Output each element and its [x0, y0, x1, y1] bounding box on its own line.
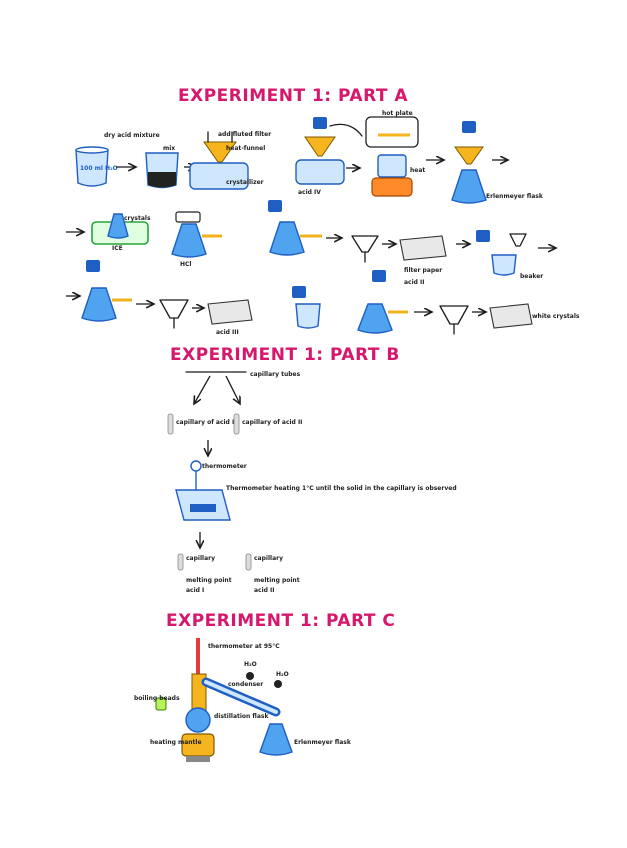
funnel-2-icon: [159, 299, 189, 329]
note-heat: heat: [410, 167, 425, 174]
result-a-3: acid I: [186, 587, 204, 594]
heating-mantle-label: heating mantle: [150, 739, 202, 746]
hot-funnel-setup-icon: acid IV: [295, 117, 363, 196]
buchner-flask-1-icon: HCl: [171, 211, 222, 268]
water-in-label: H₂O: [244, 661, 257, 668]
note-crystallizer: crystallizer: [226, 179, 264, 186]
result-b-icon: capillary melting point acid II: [245, 553, 300, 594]
tube-b-label: capillary of acid II: [242, 419, 302, 426]
part-a-title: EXPERIMENT 1: PART A: [178, 86, 408, 106]
note-filter-paper: filter paper: [404, 267, 442, 274]
note-mix: mix: [163, 145, 175, 152]
beaker-funnel-icon: beaker: [476, 230, 543, 280]
result-a-1: capillary: [186, 555, 215, 562]
erlenmeyer-filter-icon: Erlenmeyer flask: [451, 121, 544, 204]
part-b-title: EXPERIMENT 1: PART B: [170, 345, 400, 365]
receiver-label: Erlenmeyer flask: [294, 739, 352, 746]
capillary-a-icon: capillary of acid I: [167, 413, 234, 435]
thermometer-note: thermometer at 95°C: [208, 643, 280, 650]
water-out-label: H₂O: [276, 671, 289, 678]
result-b-1: capillary: [254, 555, 283, 562]
note-dry-acid: dry acid mixture: [104, 132, 160, 139]
buchner-flask-3-icon: [81, 260, 132, 322]
arrow: [194, 375, 211, 404]
note-hot-plate: hot plate: [382, 110, 413, 117]
note-erlenmeyer: Erlenmeyer flask: [486, 193, 544, 200]
result-a-2: melting point: [186, 577, 232, 584]
note-crystals: crystals: [124, 215, 151, 222]
arrow: [225, 375, 240, 404]
note-funnel: heat-funnel: [226, 145, 265, 152]
apparatus-note: Thermometer heating 1°C until the solid …: [226, 485, 457, 492]
note-acid-ii: acid II: [404, 279, 425, 286]
crystallizer-funnel-icon: add fluted filter heat-funnel crystalliz…: [189, 131, 271, 190]
flask-label: distillation flask: [214, 713, 269, 720]
buchner-flask-2-icon: [268, 200, 322, 256]
hot-plate-icon: hot plate heat: [365, 110, 425, 197]
capillary-b-icon: capillary of acid II: [233, 413, 302, 435]
note-fluted-filter: add fluted filter: [218, 131, 271, 138]
beaker-2-icon: [292, 286, 321, 329]
condenser-label: condenser: [228, 681, 263, 688]
result-b-2: melting point: [254, 577, 300, 584]
boiling-beads-label: boiling beads: [134, 695, 180, 702]
distillation-setup-icon: thermometer at 95°C heating mantle boili…: [134, 638, 352, 762]
note-acid-iv: acid IV: [298, 189, 321, 196]
melting-point-apparatus-icon: thermometer Thermometer heating 1°C unti…: [175, 460, 457, 521]
note-hcl: HCl: [180, 261, 191, 268]
note-white-crystals: white crystals: [532, 313, 580, 320]
buchner-flask-4-icon: [357, 270, 408, 334]
funnel-3-icon: [439, 305, 469, 335]
beaker-label: 100 ml H₂O: [80, 165, 118, 172]
note-ice: ICE: [112, 245, 123, 252]
result-b-3: acid II: [254, 587, 275, 594]
note-beaker: beaker: [520, 273, 543, 280]
note-capillary: capillary tubes: [250, 371, 301, 378]
filter-paper-2-icon: acid III: [207, 299, 253, 336]
note-acid-iii: acid III: [216, 329, 239, 336]
result-a-icon: capillary melting point acid I: [177, 553, 232, 594]
part-c-title: EXPERIMENT 1: PART C: [166, 611, 395, 631]
beaker-water-icon: 100 ml H₂O: [75, 146, 118, 187]
thermometer-label: thermometer: [202, 463, 247, 470]
funnel-icon: [351, 235, 379, 263]
filter-paper-icon: filter paper acid II: [399, 235, 447, 286]
filter-paper-3-icon: white crystals: [489, 303, 580, 329]
ice-bath-icon: ICE crystals: [91, 213, 151, 252]
beaker-mixture-icon: mix: [145, 145, 179, 189]
tube-a-label: capillary of acid I: [176, 419, 234, 426]
